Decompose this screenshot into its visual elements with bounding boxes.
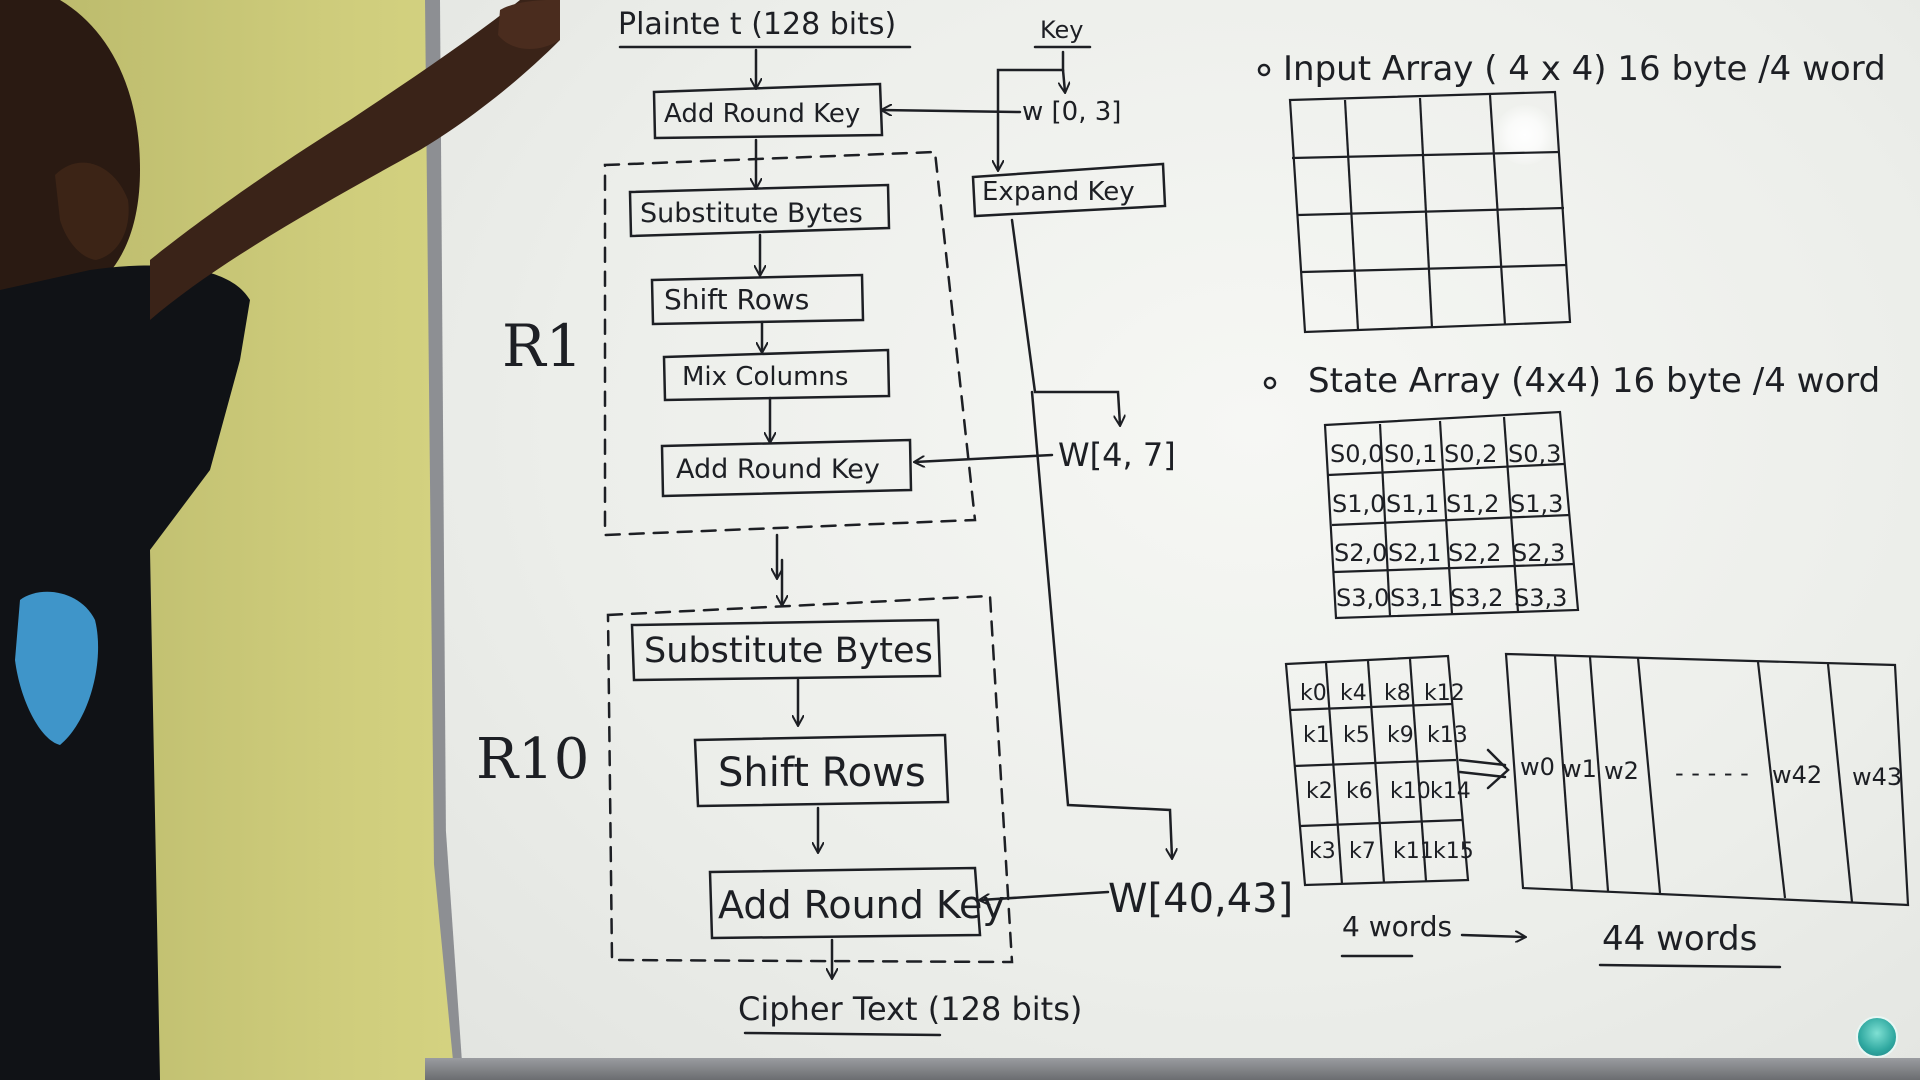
state-array-grid bbox=[1323, 410, 1580, 620]
state-cell: S2,1 bbox=[1388, 539, 1441, 567]
word-count-text: 4 words 44 words bbox=[1342, 910, 1757, 959]
flowchart-boxes bbox=[628, 82, 1167, 940]
w-4-7-label: W[4, 7] bbox=[1058, 436, 1176, 474]
word-cell: w42 bbox=[1772, 761, 1822, 789]
add-round-key-box-r1 bbox=[660, 438, 913, 498]
input-array-grid bbox=[1288, 90, 1572, 334]
state-cell: S2,3 bbox=[1512, 539, 1565, 567]
shift-rows-box-r10 bbox=[693, 733, 950, 808]
instructor bbox=[0, 0, 560, 1080]
plaintext-label: Plainte t (128 bits) bbox=[618, 7, 896, 42]
key-cell: k0 bbox=[1300, 681, 1327, 706]
state-array-label: State Array (4x4) 16 byte /4 word bbox=[1308, 361, 1880, 401]
state-cell: S2,2 bbox=[1448, 539, 1501, 567]
state-cell: S1,3 bbox=[1510, 490, 1563, 518]
key-label: Key bbox=[1040, 16, 1084, 44]
state-cell: S0,2 bbox=[1444, 440, 1497, 468]
substitute-bytes-r10-label: Substitute Bytes bbox=[644, 631, 933, 671]
r1-label: R1 bbox=[502, 312, 583, 380]
expand-key-label: Expand Key bbox=[982, 177, 1135, 207]
state-cell: S0,3 bbox=[1508, 440, 1561, 468]
key-cell: k10 bbox=[1390, 779, 1431, 804]
state-cell: S0,1 bbox=[1384, 440, 1437, 468]
word-cell: w43 bbox=[1852, 763, 1902, 791]
key-cell: k13 bbox=[1427, 723, 1468, 748]
add-round-key-box-r10 bbox=[708, 866, 982, 940]
word-cell: w2 bbox=[1604, 757, 1639, 785]
instructor-face bbox=[55, 162, 129, 260]
state-cell: S1,1 bbox=[1386, 490, 1439, 518]
shift-rows-r10-label: Shift Rows bbox=[718, 750, 926, 796]
key-cell: k5 bbox=[1343, 723, 1370, 748]
mix-columns-r1-label: Mix Columns bbox=[682, 362, 848, 392]
state-cell: S3,2 bbox=[1450, 584, 1503, 612]
key-cell: k11 bbox=[1393, 839, 1434, 864]
forty-four-words-label: 44 words bbox=[1602, 919, 1757, 959]
whiteboard-tray bbox=[425, 1058, 1920, 1080]
key-cell: k9 bbox=[1387, 723, 1414, 748]
add-round-key-r10-label: Add Round Key bbox=[718, 883, 1005, 927]
shirt-logo bbox=[15, 591, 99, 745]
instructor-head bbox=[0, 0, 140, 300]
instructor-hand bbox=[498, 0, 560, 50]
key-cell: k2 bbox=[1306, 779, 1333, 804]
word-cell: w1 bbox=[1562, 755, 1597, 783]
state-cell: S3,1 bbox=[1390, 584, 1443, 612]
key-cell: k12 bbox=[1424, 681, 1465, 706]
cipher-text-label: Cipher Text (128 bits) bbox=[738, 990, 1082, 1028]
bullets bbox=[1257, 63, 1277, 390]
input-array-label: Input Array ( 4 x 4) 16 byte /4 word bbox=[1283, 49, 1886, 89]
add-round-key-r1-label: Add Round Key bbox=[676, 454, 880, 485]
key-cell: k4 bbox=[1340, 681, 1367, 706]
key-cell: k15 bbox=[1433, 839, 1474, 864]
flowchart-text: Plainte t (128 bits) Key Add Round Key w… bbox=[476, 7, 1293, 1028]
w-40-43-label: W[40,43] bbox=[1108, 876, 1293, 922]
key-cell: k7 bbox=[1349, 839, 1376, 864]
four-words-label: 4 words bbox=[1342, 910, 1452, 943]
substitute-bytes-box-r10 bbox=[630, 618, 942, 682]
state-cell: S1,0 bbox=[1332, 490, 1385, 518]
add-round-key-0-label: Add Round Key bbox=[664, 99, 860, 129]
instructor-shirt bbox=[0, 265, 250, 1080]
right-panel-text: Input Array ( 4 x 4) 16 byte /4 word Sta… bbox=[1283, 49, 1886, 401]
words-table bbox=[1504, 652, 1910, 907]
expand-key-box bbox=[971, 162, 1167, 218]
word-cell: - - - - - bbox=[1675, 759, 1749, 787]
mix-columns-box-r1 bbox=[662, 348, 891, 402]
state-cell: S1,2 bbox=[1446, 490, 1499, 518]
state-cell: S0,0 bbox=[1330, 440, 1383, 468]
substitute-bytes-r1-label: Substitute Bytes bbox=[640, 198, 863, 229]
state-cell: S3,3 bbox=[1514, 584, 1567, 612]
flowchart-lines bbox=[603, 45, 1782, 1037]
state-cell: S3,0 bbox=[1336, 584, 1389, 612]
key-cell: k6 bbox=[1346, 779, 1373, 804]
word-cell: w0 bbox=[1520, 753, 1555, 781]
r10-label: R10 bbox=[476, 727, 589, 792]
channel-logo-icon bbox=[1856, 1016, 1898, 1058]
key-cell: k1 bbox=[1303, 723, 1330, 748]
substitute-bytes-box-r1 bbox=[628, 183, 891, 238]
state-cell: S2,0 bbox=[1334, 539, 1387, 567]
key-cell: k3 bbox=[1309, 839, 1336, 864]
shift-rows-box-r1 bbox=[650, 273, 865, 326]
add-round-key-box-0 bbox=[652, 82, 884, 140]
key-cell: k14 bbox=[1430, 779, 1471, 804]
instructor-arm bbox=[150, 0, 560, 320]
key-grid bbox=[1284, 654, 1470, 887]
key-cell: k8 bbox=[1384, 681, 1411, 706]
light-glare bbox=[1495, 105, 1555, 165]
shift-rows-r1-label: Shift Rows bbox=[664, 283, 809, 316]
w-0-3-label: w [0, 3] bbox=[1022, 97, 1121, 127]
